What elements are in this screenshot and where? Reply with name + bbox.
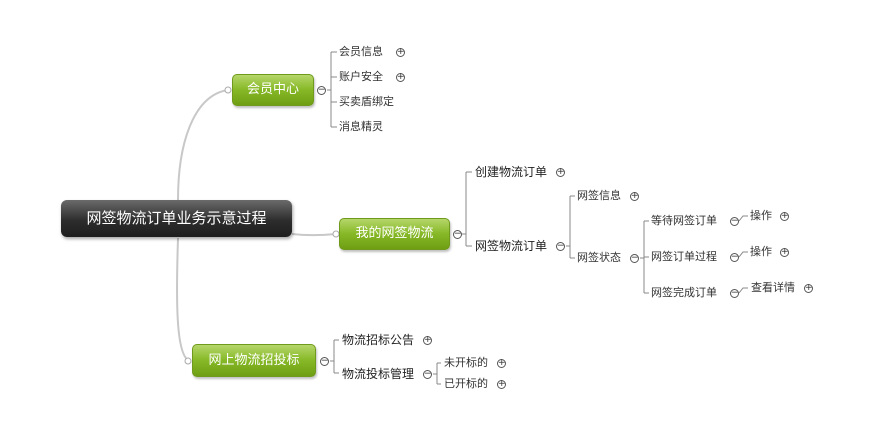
collapse-progress-toggle[interactable]: − — [730, 252, 739, 262]
expand-opened-toggle[interactable]: + — [497, 379, 506, 389]
member-info-item[interactable]: 会员信息 — [339, 45, 383, 58]
message-sprite-item[interactable]: 消息精灵 — [339, 120, 383, 133]
root-topic[interactable]: 网签物流订单业务示意过程 — [61, 200, 292, 237]
collapse-mylogistics-toggle[interactable]: − — [453, 229, 462, 239]
expand-announcement-toggle[interactable]: + — [423, 335, 432, 345]
expand-member-info-toggle[interactable]: + — [396, 47, 405, 57]
collapse-bid-management-toggle[interactable]: − — [423, 369, 432, 379]
collapse-completed-toggle[interactable]: − — [730, 288, 739, 298]
bid-announcement-item[interactable]: 物流招标公告 — [342, 333, 415, 347]
view-details-item[interactable]: 查看详情 — [751, 281, 795, 294]
expand-operate-2-toggle[interactable]: + — [780, 247, 789, 257]
link-signstatus-children — [640, 220, 649, 294]
bid-management-item[interactable]: 物流投标管理 — [342, 367, 415, 381]
collapse-pending-toggle[interactable]: − — [730, 216, 739, 226]
link-completed-details — [738, 287, 748, 294]
operate-item-2[interactable]: 操作 — [750, 245, 772, 258]
link-pending-operate — [738, 215, 748, 222]
topic-online-bidding[interactable]: 网上物流招投标 — [192, 344, 316, 377]
opened-item[interactable]: 已开标的 — [444, 377, 488, 390]
expand-operate-1-toggle[interactable]: + — [780, 211, 789, 221]
link-bidmgmt-children — [433, 362, 441, 385]
link-member-children — [327, 51, 337, 128]
create-order-item[interactable]: 创建物流订单 — [475, 165, 548, 179]
topic-member-center[interactable]: 会员中心 — [232, 74, 314, 106]
expand-not-opened-toggle[interactable]: + — [497, 358, 506, 368]
account-security-item[interactable]: 账户安全 — [339, 70, 383, 83]
link-mylogistics-children — [462, 171, 472, 247]
link-progress-operate — [738, 251, 748, 258]
sign-order-item[interactable]: 网签物流订单 — [475, 239, 548, 253]
expand-view-details-toggle[interactable]: + — [804, 283, 813, 293]
expand-account-security-toggle[interactable]: + — [396, 72, 405, 82]
collapse-member-toggle[interactable]: − — [317, 85, 326, 95]
shield-binding-item[interactable]: 买卖盾绑定 — [339, 95, 394, 108]
topic-my-logistics[interactable]: 我的网签物流 — [339, 218, 450, 250]
operate-item-1[interactable]: 操作 — [750, 209, 772, 222]
collapse-bidding-toggle[interactable]: − — [320, 356, 329, 366]
sign-status-item[interactable]: 网签状态 — [577, 251, 621, 264]
sign-progress-item[interactable]: 网签订单过程 — [651, 250, 717, 263]
expand-create-order-toggle[interactable]: + — [556, 167, 565, 177]
link-root-mylogistics — [291, 233, 337, 237]
sign-completed-item[interactable]: 网签完成订单 — [651, 286, 717, 299]
link-bidding-children — [330, 339, 339, 374]
expand-sign-info-toggle[interactable]: + — [630, 191, 639, 201]
sign-info-item[interactable]: 网签信息 — [577, 189, 621, 202]
link-signorder-children — [566, 195, 575, 259]
link-root-bidding — [176, 237, 189, 361]
link-root-member — [177, 89, 229, 201]
pending-sign-item[interactable]: 等待网签订单 — [651, 214, 717, 227]
not-opened-item[interactable]: 未开标的 — [444, 356, 488, 369]
collapse-sign-status-toggle[interactable]: − — [630, 253, 639, 263]
collapse-sign-order-toggle[interactable]: − — [556, 241, 565, 251]
